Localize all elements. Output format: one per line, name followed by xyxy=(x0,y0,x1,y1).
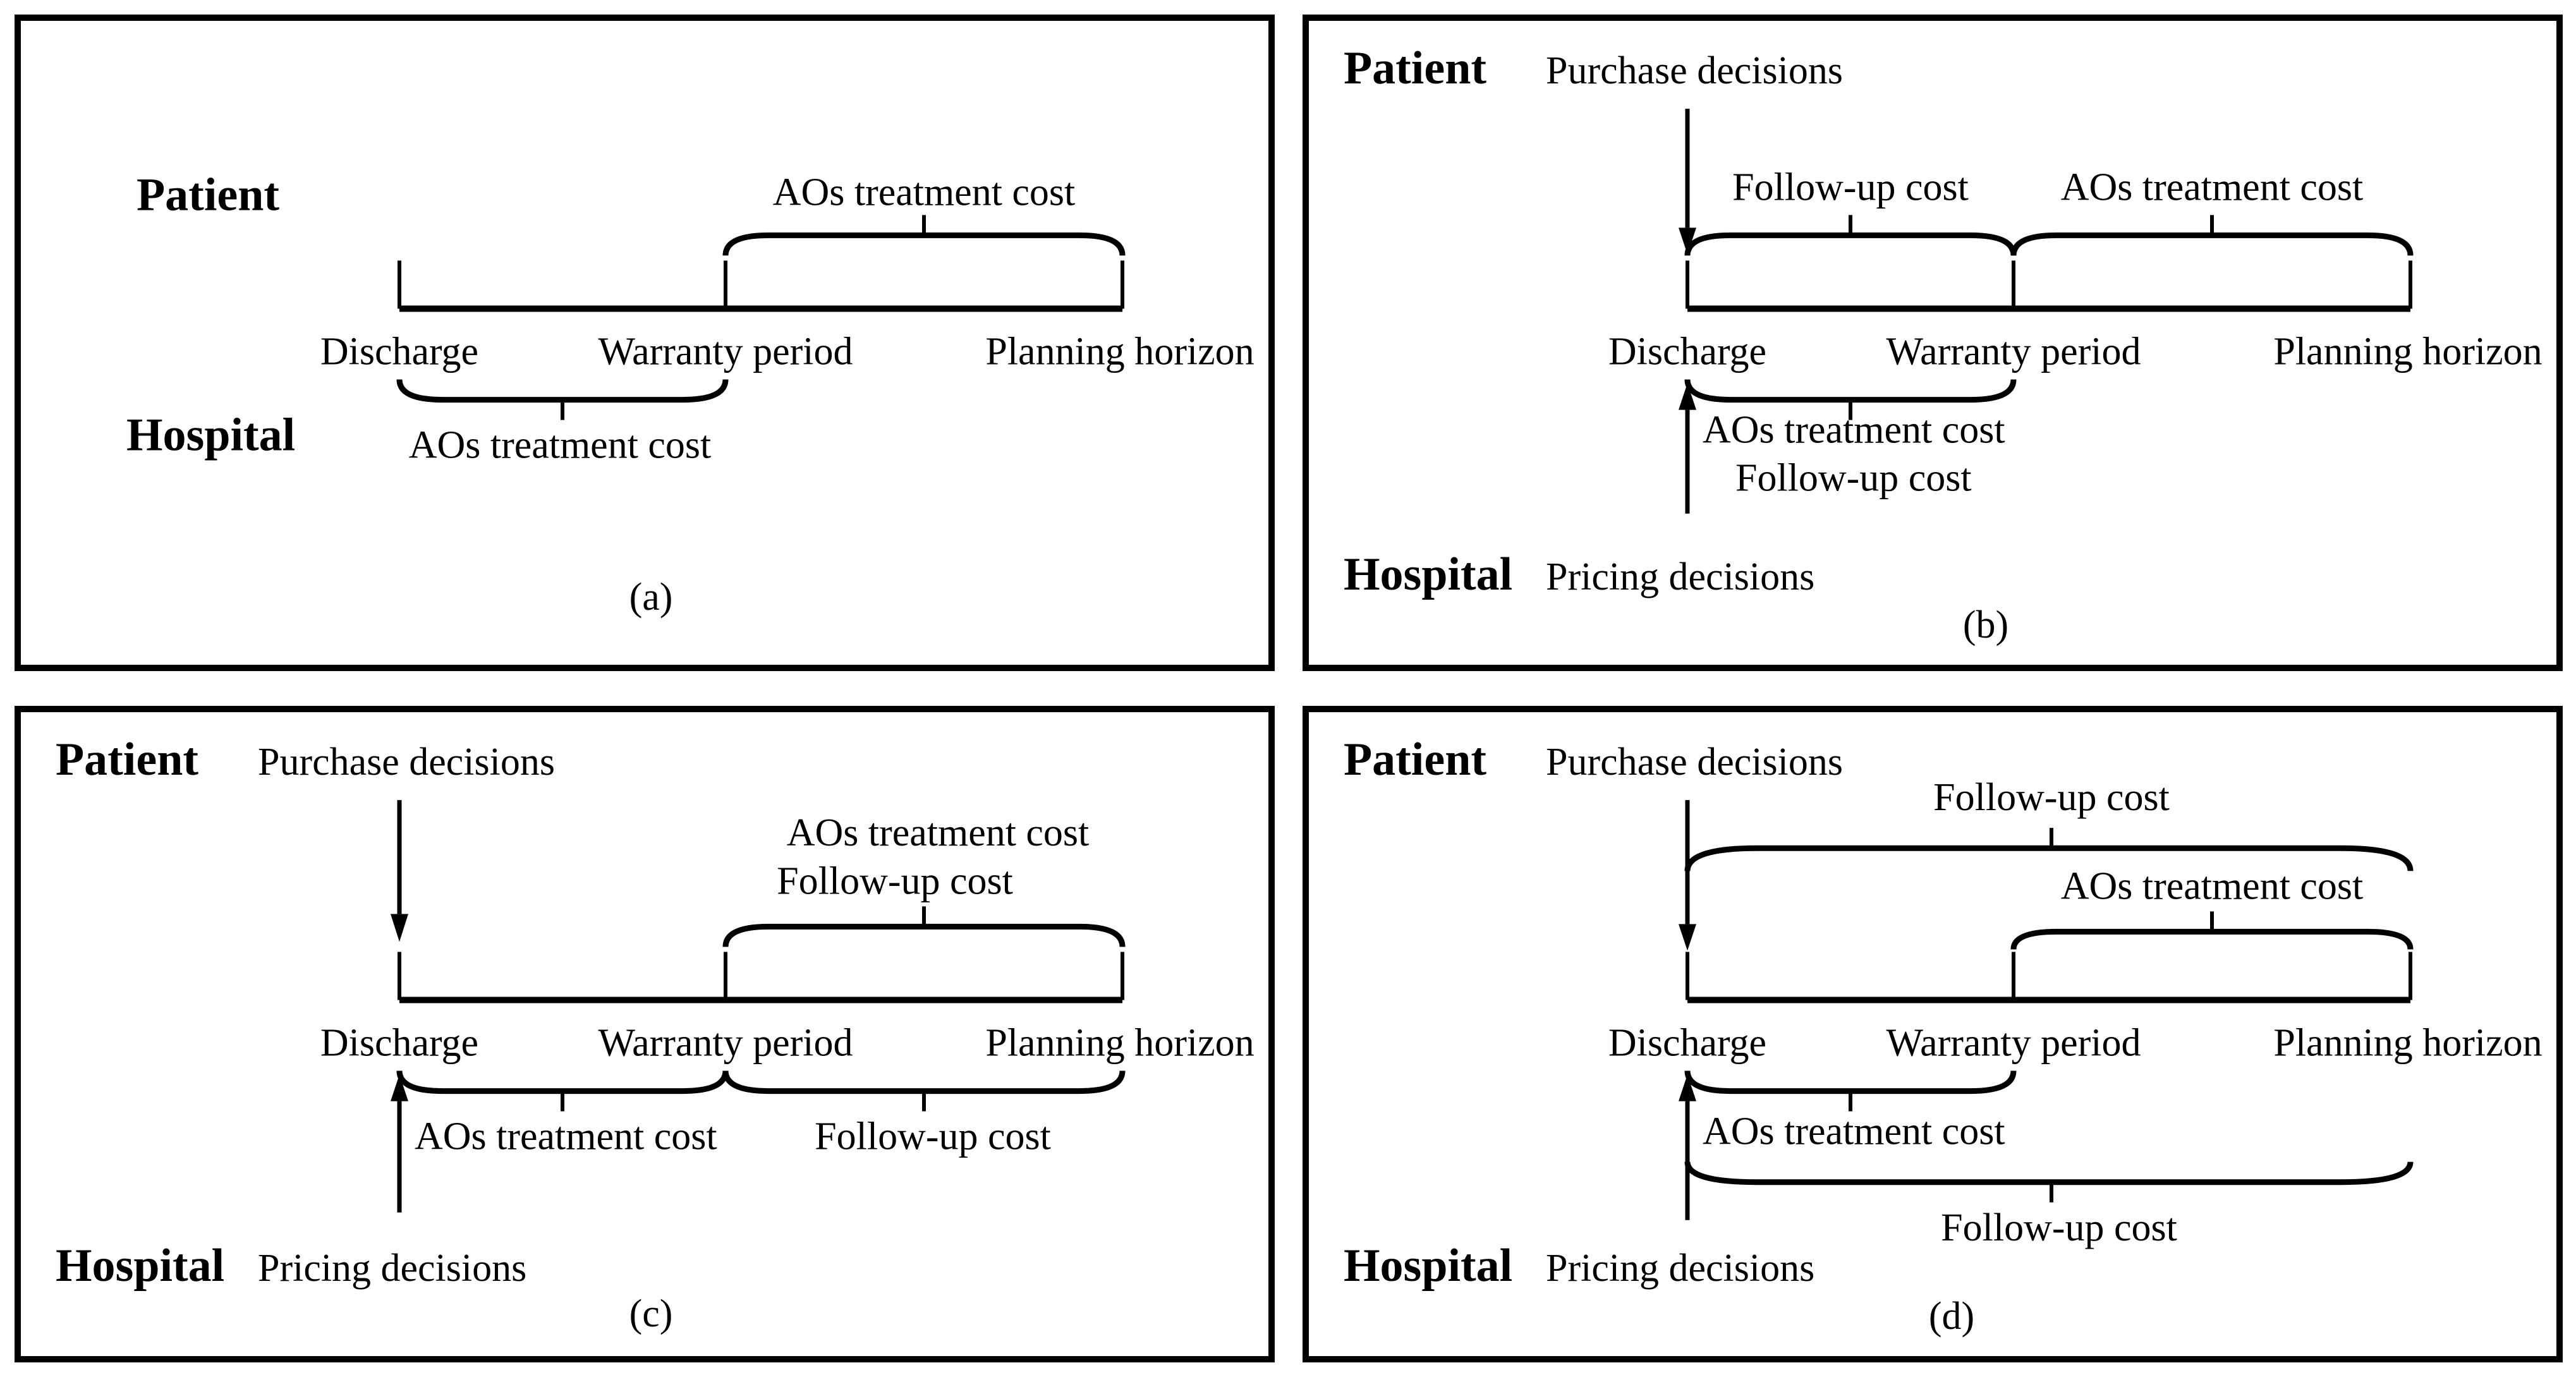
hospital-aos-brace xyxy=(396,379,729,403)
patient-followup-brace xyxy=(1684,845,2414,871)
panel-border xyxy=(1303,15,2563,671)
purchase-decision-arrow xyxy=(1679,109,1696,255)
planning-horizon-label: Planning horizon xyxy=(2273,330,2542,373)
pricing-decision-arrow xyxy=(1679,1074,1696,1220)
pricing-arrow-head xyxy=(391,1074,408,1101)
pricing-arrow-head xyxy=(1679,1074,1696,1101)
panel-b: Patient Purchase decisions Follow-up cos… xyxy=(1288,0,2576,691)
patient-label: Patient xyxy=(1344,42,1486,94)
warranty-period-label: Warranty period xyxy=(1886,330,2141,373)
patient-followup-cost-label: Follow-up cost xyxy=(777,859,1013,902)
panel-border xyxy=(1303,706,2563,1362)
patient-aos-cost-label: AOs treatment cost xyxy=(2061,864,2364,907)
hospital-followup-cost-label: Follow-up cost xyxy=(1941,1206,2177,1249)
hospital-followup-brace xyxy=(722,1070,1126,1094)
pricing-decision-arrow xyxy=(1679,383,1696,514)
purchase-decisions-label: Purchase decisions xyxy=(1546,741,1843,784)
discharge-label: Discharge xyxy=(1608,330,1766,373)
hospital-followup-brace xyxy=(1684,1161,2414,1185)
warranty-period-label: Warranty period xyxy=(1886,1022,2141,1065)
discharge-label: Discharge xyxy=(1608,1022,1766,1065)
panel-caption: (d) xyxy=(1929,1295,1974,1338)
panel-a: Patient AOs treatment cost Discharge War… xyxy=(0,0,1288,691)
panel-caption: (a) xyxy=(629,576,673,619)
purchase-decisions-label: Purchase decisions xyxy=(258,741,555,784)
hospital-followup-cost-label: Follow-up cost xyxy=(1735,457,1972,500)
patient-aos-brace xyxy=(722,232,1126,256)
hospital-followup-cost-label: Follow-up cost xyxy=(815,1115,1051,1158)
patient-aos-brace xyxy=(2010,928,2414,950)
patient-followup-cost-label: Follow-up cost xyxy=(1933,776,2170,819)
hospital-label: Hospital xyxy=(1344,1240,1512,1292)
patient-aos-brace xyxy=(2010,232,2414,256)
patient-label: Patient xyxy=(137,169,279,221)
pricing-arrow-head xyxy=(1679,383,1696,410)
purchase-decision-arrow xyxy=(391,800,408,942)
warranty-period-label: Warranty period xyxy=(598,330,853,373)
patient-label: Patient xyxy=(1344,734,1486,785)
panel-border xyxy=(15,706,1275,1362)
panel-d: Patient Purchase decisions Follow-up cos… xyxy=(1288,691,2576,1382)
purchase-decisions-label: Purchase decisions xyxy=(1546,49,1843,92)
patient-costs-brace xyxy=(722,923,1126,947)
pricing-decision-arrow xyxy=(391,1074,408,1213)
discharge-label: Discharge xyxy=(320,330,478,373)
patient-aos-cost-label: AOs treatment cost xyxy=(773,171,1076,214)
hospital-aos-brace xyxy=(1684,379,2017,403)
purchase-arrow-head xyxy=(391,914,408,942)
hospital-aos-brace xyxy=(396,1070,729,1094)
hospital-aos-cost-label: AOs treatment cost xyxy=(1703,409,2005,452)
hospital-aos-cost-label: AOs treatment cost xyxy=(409,424,712,467)
hospital-aos-cost-label: AOs treatment cost xyxy=(1703,1110,2005,1153)
purchase-arrow-head xyxy=(1679,924,1696,951)
patient-followup-cost-label: Follow-up cost xyxy=(1732,166,1969,209)
hospital-aos-brace xyxy=(1684,1070,2017,1094)
purchase-decision-arrow xyxy=(1679,800,1696,951)
panel-c: Patient Purchase decisions AOs treatment… xyxy=(0,691,1288,1382)
planning-horizon-label: Planning horizon xyxy=(2273,1022,2542,1065)
hospital-label: Hospital xyxy=(126,409,295,461)
patient-label: Patient xyxy=(56,734,198,785)
warranty-period-label: Warranty period xyxy=(598,1022,853,1065)
discharge-label: Discharge xyxy=(320,1022,478,1065)
panel-caption: (b) xyxy=(1963,603,2008,646)
panel-caption: (c) xyxy=(629,1292,673,1335)
patient-followup-brace xyxy=(1684,232,2017,256)
pricing-decisions-label: Pricing decisions xyxy=(258,1247,526,1290)
pricing-decisions-label: Pricing decisions xyxy=(1546,555,1814,598)
hospital-label: Hospital xyxy=(1344,549,1512,600)
hospital-aos-cost-label: AOs treatment cost xyxy=(415,1115,717,1158)
purchase-arrow-head xyxy=(1679,227,1696,255)
patient-aos-cost-label: AOs treatment cost xyxy=(787,811,1090,854)
planning-horizon-label: Planning horizon xyxy=(985,330,1254,373)
patient-aos-cost-label: AOs treatment cost xyxy=(2061,166,2364,209)
planning-horizon-label: Planning horizon xyxy=(985,1022,1254,1065)
hospital-label: Hospital xyxy=(56,1240,224,1292)
panel-border xyxy=(15,15,1275,671)
pricing-decisions-label: Pricing decisions xyxy=(1546,1247,1814,1290)
